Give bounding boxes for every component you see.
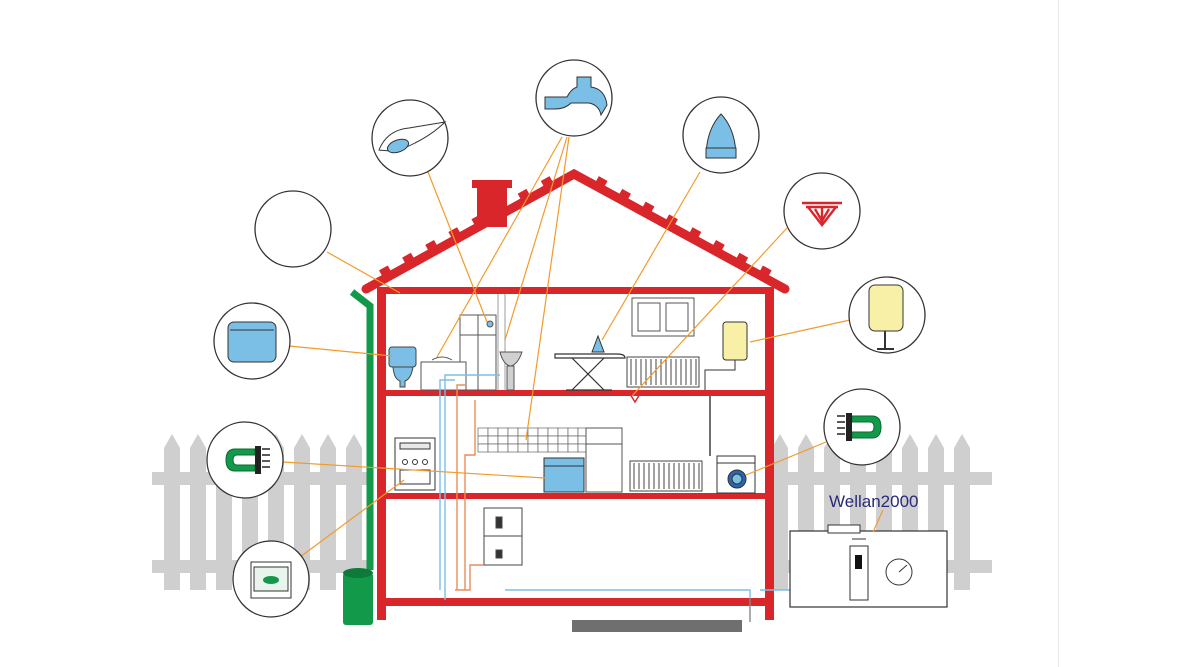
radiator-middle	[629, 460, 703, 492]
side-divider	[1058, 0, 1059, 667]
boiler	[483, 507, 523, 566]
interior-partitions	[497, 294, 506, 390]
kitchen-tile	[477, 443, 489, 453]
sink	[499, 351, 523, 391]
fence-picket	[164, 434, 180, 590]
kitchen-tile	[567, 443, 579, 453]
water-heater-icon	[848, 276, 926, 354]
green-pump-right-icon	[823, 388, 901, 466]
kitchen-tile	[497, 427, 509, 437]
roof-shingle	[540, 176, 553, 187]
roof-shingle	[713, 239, 725, 251]
window	[631, 297, 695, 337]
radiator-body	[626, 356, 700, 388]
leader-lines	[282, 136, 884, 558]
kitchen-tile	[547, 435, 559, 445]
fence-picket	[320, 434, 336, 590]
ground-floor	[377, 598, 774, 606]
kitchen-tile	[537, 443, 549, 453]
roof	[361, 168, 790, 294]
fence-picket	[772, 434, 788, 590]
kitchen-tile	[487, 427, 499, 437]
left-wall	[377, 287, 386, 620]
kitchen-tile	[547, 443, 559, 453]
kitchen-tile	[487, 443, 499, 453]
bathtub-icon	[213, 302, 291, 380]
faucet-icon	[535, 59, 613, 137]
kitchen-tile	[537, 427, 549, 437]
dishwasher-icon	[232, 540, 310, 618]
right-wall	[765, 287, 774, 620]
water-heater	[704, 321, 748, 390]
roof-shingle	[494, 201, 507, 212]
iron	[591, 334, 605, 353]
kitchen-tile	[557, 435, 569, 445]
roof-shingle	[379, 265, 391, 276]
fence-picket	[954, 434, 970, 590]
sprinkler-icon	[783, 172, 861, 250]
kitchen-tile	[527, 427, 539, 437]
roof-shingle	[517, 188, 530, 199]
pipework	[439, 374, 792, 622]
empty-circle-icon	[254, 190, 332, 268]
kitchen-tile	[497, 443, 509, 453]
kitchen-tile	[537, 435, 549, 445]
kitchen-tile	[557, 443, 569, 453]
roof-shingle	[425, 239, 437, 251]
roof-shingle	[448, 227, 461, 238]
fence-picket	[346, 434, 362, 590]
roof-shingle	[471, 214, 484, 225]
green-pump-icon	[206, 421, 284, 499]
sprinkler-small	[628, 393, 642, 404]
kitchen-tile	[507, 427, 519, 437]
roof-shingles	[379, 176, 772, 276]
dishwasher	[543, 457, 585, 493]
kitchen-tile	[497, 435, 509, 445]
roof-shingle	[402, 252, 414, 263]
bath-faucet	[431, 356, 453, 361]
wellan-unit	[789, 524, 948, 608]
shower-head-icon	[371, 99, 449, 177]
ceiling	[377, 287, 774, 294]
kitchen-tile	[477, 427, 489, 437]
iron-icon	[682, 96, 760, 174]
ironing-board	[554, 353, 626, 391]
kitchen-tile	[507, 435, 519, 445]
kitchen-tile	[547, 427, 559, 437]
kitchen-tile	[507, 443, 519, 453]
radiator-body	[629, 460, 703, 492]
ground-drain	[572, 620, 742, 632]
fence-picket	[190, 434, 206, 590]
kitchen-tiles	[477, 427, 589, 453]
kitchen-tile	[567, 435, 579, 445]
kitchen-tile	[527, 435, 539, 445]
kitchen-tile	[477, 435, 489, 445]
kitchen-tile	[527, 443, 539, 453]
fridge	[585, 427, 623, 493]
roof-shingle	[619, 188, 631, 199]
roof-shingle	[642, 201, 655, 212]
middle-floor	[377, 493, 774, 499]
washing-machine	[716, 455, 756, 494]
roof-shingle	[689, 227, 702, 238]
fence-picket	[294, 434, 310, 590]
kitchen-tile	[487, 435, 499, 445]
kitchen-tile	[517, 443, 529, 453]
roof-shingle	[759, 265, 772, 276]
kitchen-tile	[557, 427, 569, 437]
house-structure	[377, 287, 774, 620]
kitchen-tile	[567, 427, 579, 437]
chimney-cap	[472, 180, 512, 188]
roof-shingle	[595, 176, 608, 187]
upper-floor	[377, 390, 774, 396]
rain-downpipe	[343, 289, 374, 625]
brand-label: Wellan2000	[829, 492, 918, 511]
bath-basin	[420, 361, 467, 391]
radiator-upper	[626, 356, 700, 388]
roof-shingle	[736, 252, 749, 263]
toilet	[388, 346, 417, 388]
rain-barrel	[343, 573, 373, 625]
